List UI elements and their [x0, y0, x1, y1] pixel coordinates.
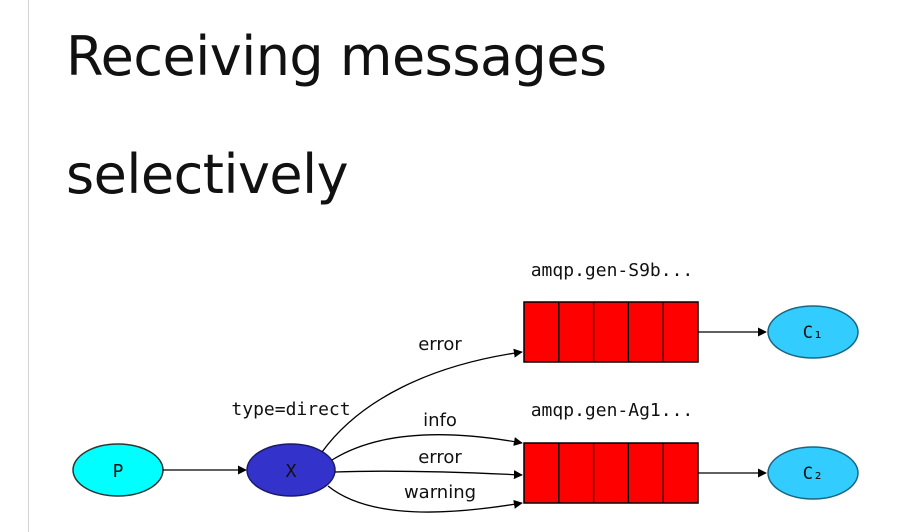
edge-exchange-queue2-error	[334, 470, 523, 480]
slide-title-line-1: Receiving messages	[66, 25, 607, 88]
queue1-box	[523, 301, 699, 363]
edge-exchange-queue1-error	[321, 348, 523, 453]
producer-node: P	[72, 443, 164, 497]
binding-label-q2-error: error	[418, 447, 462, 468]
edge-exchange-queue2-info	[331, 434, 523, 461]
queue2-node: amqp.gen-Ag1...	[523, 400, 699, 504]
edge-exchange-queue2-warning	[327, 485, 523, 513]
slide-title-line-2: selectively	[66, 143, 349, 206]
queue1-name: amqp.gen-S9b...	[531, 260, 694, 281]
exchange-label: X	[286, 461, 297, 482]
binding-label-q2-info: info	[423, 410, 457, 431]
consumer2-ellipse	[767, 446, 859, 500]
exchange-node: X type=direct	[231, 399, 351, 497]
binding-label-q1-error: error	[418, 334, 462, 355]
binding-label-q2-warning: warning	[404, 482, 476, 503]
exchange-type-label: type=direct	[231, 399, 350, 420]
consumer1-ellipse	[767, 305, 859, 359]
consumer1-label: C₁	[803, 323, 823, 343]
exchange-ellipse	[246, 443, 336, 497]
queue2-box	[523, 442, 699, 504]
producer-label: P	[113, 461, 124, 482]
consumer2-node: C₂	[767, 446, 859, 500]
queue1-node: amqp.gen-S9b...	[523, 260, 699, 363]
queue2-name: amqp.gen-Ag1...	[531, 400, 694, 421]
consumer2-label: C₂	[803, 464, 823, 484]
consumer1-node: C₁	[767, 305, 859, 359]
slide-left-border	[28, 0, 29, 532]
